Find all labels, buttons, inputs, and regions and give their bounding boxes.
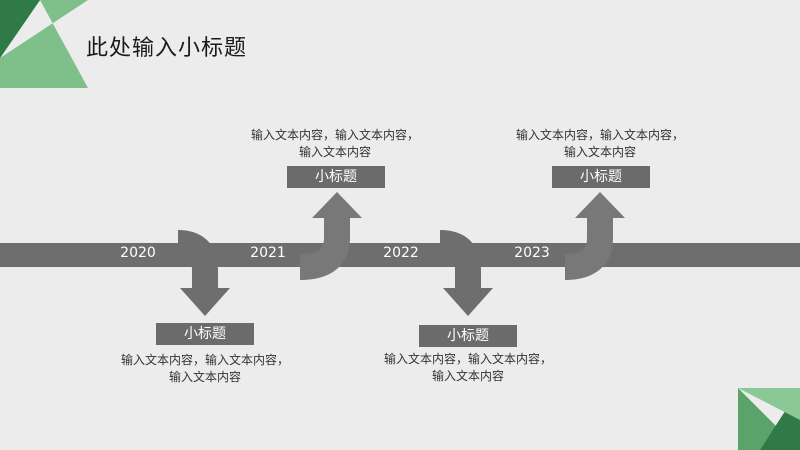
arrow-down-2020-stem — [177, 230, 218, 288]
timeline-band — [0, 243, 800, 267]
arrow-down-2022-stem — [439, 230, 481, 288]
description-2020: 输入文本内容，输入文本内容，输入文本内容 — [120, 353, 289, 384]
arrow-up-2023-stem — [564, 218, 613, 280]
year-label-2020: 2020 — [120, 245, 156, 261]
page-title: 此处输入小标题 — [86, 36, 248, 61]
arrow-up-2023-head — [575, 192, 625, 218]
subtitle-box-2021: 小标题 — [287, 166, 385, 188]
description-2021: 输入文本内容，输入文本内容，输入文本内容 — [250, 128, 419, 159]
description-2023: 输入文本内容，输入文本内容，输入文本内容 — [515, 128, 684, 159]
subtitle-box-2023: 小标题 — [552, 166, 650, 188]
description-2022: 输入文本内容，输入文本内容，输入文本内容 — [383, 352, 552, 383]
deco-triangle-dark-2 — [0, 0, 40, 58]
top-left-triangle-decoration — [0, 0, 88, 88]
arrow-up-2021-head — [312, 192, 362, 218]
arrow-down-2022-head — [443, 288, 493, 316]
year-label-2022: 2022 — [383, 245, 419, 261]
arrow-up-2021-stem — [299, 218, 350, 280]
subtitle-box-2022: 小标题 — [419, 325, 517, 347]
subtitle-box-2020: 小标题 — [156, 323, 254, 345]
year-label-2021: 2021 — [250, 245, 286, 261]
deco-triangle-light — [0, 0, 88, 88]
year-label-2023: 2023 — [514, 245, 550, 261]
arrow-down-2020-head — [180, 288, 230, 316]
